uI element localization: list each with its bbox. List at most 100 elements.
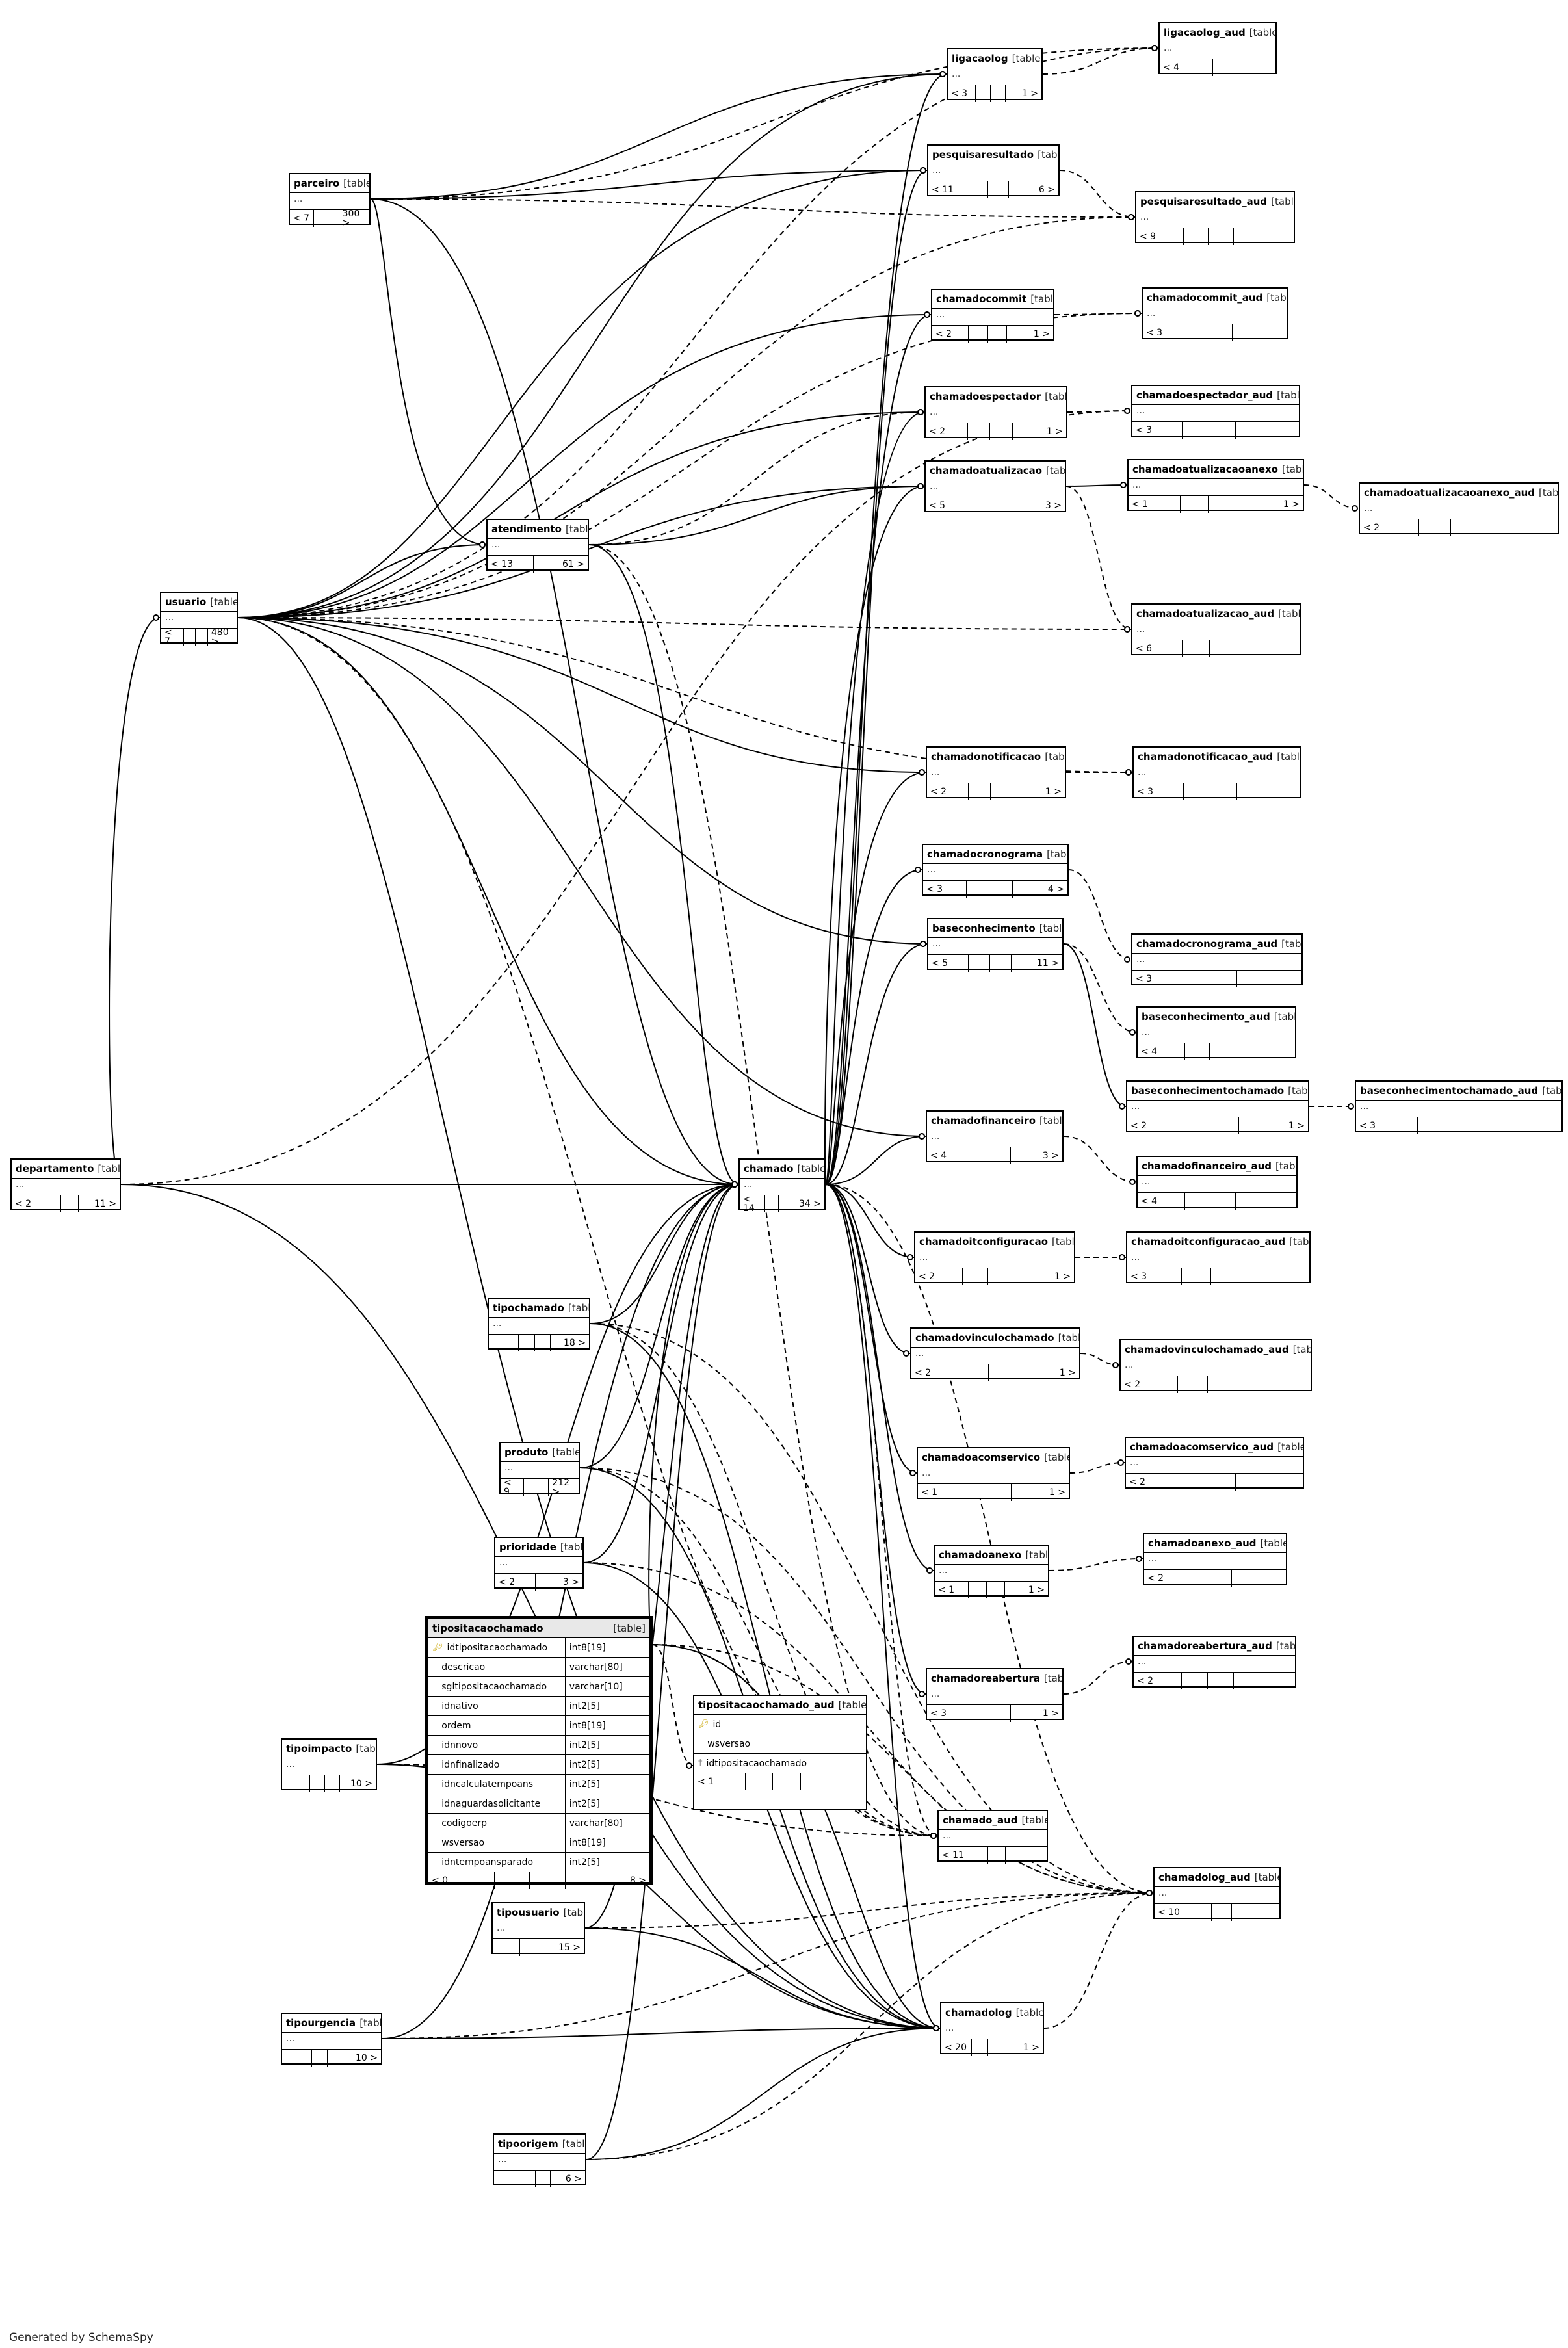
table-tipochamado[interactable]: tipochamado[table]...18 > [488, 1298, 590, 1351]
table-chamadolog[interactable]: chamadolog[table]...< 201 > [940, 2002, 1044, 2056]
column-row[interactable]: 🔑︎id [694, 1715, 866, 1734]
table-chamadoatualizacao-aud[interactable]: chamadoatualizacao_aud[table]...< 6 [1131, 603, 1301, 657]
relationship-end-marker [1134, 310, 1141, 317]
footer-cell [988, 181, 1009, 198]
table-tipoorigem[interactable]: tipoorigem[table]...6 > [493, 2133, 586, 2187]
relationship-end-marker [933, 2025, 939, 2031]
relationship-end-marker [909, 1470, 916, 1476]
table-header: chamadoanexo_aud[table] [1144, 1534, 1286, 1553]
footer-cell [779, 1195, 792, 1212]
parents-count: < 7 [161, 628, 184, 646]
column-row[interactable]: †idtipositacaochamado [694, 1754, 866, 1773]
table-ellipsis: ... [489, 1318, 589, 1335]
table-chamadoatualizacaoanexo-aud[interactable]: chamadoatualizacaoanexo_aud[table]...< 2 [1359, 482, 1559, 536]
table-chamadoitconfiguracao-aud[interactable]: chamadoitconfiguracao_aud[table]...< 3 [1126, 1231, 1311, 1285]
table-chamadoanexo[interactable]: chamadoanexo[table]...< 11 > [934, 1545, 1049, 1598]
table-baseconhecimento[interactable]: baseconhecimento[table]...< 511 > [927, 918, 1064, 972]
relationship-line [588, 411, 925, 545]
table-chamadocommit-aud[interactable]: chamadocommit_aud[table]...< 3 [1142, 287, 1288, 341]
table-prioridade[interactable]: prioridade[table]...< 23 > [494, 1537, 584, 1591]
relationship-line [825, 170, 928, 1185]
table-chamadoitconfiguracao[interactable]: chamadoitconfiguracao[table]...< 21 > [914, 1231, 1075, 1285]
table-pesquisaresultado[interactable]: pesquisaresultado[table]...< 116 > [927, 144, 1060, 198]
relationship-line [1068, 869, 1132, 960]
table-chamadocommit[interactable]: chamadocommit[table]...< 21 > [931, 289, 1054, 343]
table-chamadoacomservico-aud[interactable]: chamadoacomservico_aud[table]...< 2 [1125, 1437, 1304, 1491]
table-tipousuario[interactable]: tipousuario[table]...15 > [491, 1902, 585, 1956]
table-chamadocronograma-aud[interactable]: chamadocronograma_aud[table]...< 3 [1131, 933, 1303, 987]
table-ligacaolog-aud[interactable]: ligacaolog_aud[table]...< 4 [1158, 22, 1277, 76]
column-name-cell: idncalculatempoans [428, 1775, 566, 1794]
table-baseconhecimento-aud[interactable]: baseconhecimento_aud[table]...< 4 [1136, 1006, 1296, 1060]
table-ellipsis: ... [1132, 405, 1299, 422]
table-chamadoreabertura-aud[interactable]: chamadoreabertura_aud[table]...< 2 [1132, 1636, 1296, 1689]
table-name: ligacaolog_aud [1164, 26, 1246, 38]
table-name: chamadovinculochamado_aud [1125, 1343, 1289, 1355]
table-chamadoespectador[interactable]: chamadoespectador[table]...< 21 > [924, 386, 1067, 440]
table-chamadoatualizacao[interactable]: chamadoatualizacao[table]...< 53 > [924, 460, 1066, 514]
focus-table-tipositacaochamado[interactable]: tipositacaochamado [table] 🔑︎idtipositac… [425, 1616, 653, 1889]
table-chamadocronograma[interactable]: chamadocronograma[table]...< 34 > [922, 844, 1069, 898]
parents-count: < 1 [935, 1582, 969, 1598]
table-header: chamadoitconfiguracao_aud[table] [1127, 1233, 1309, 1251]
table-tag: [table] [1539, 486, 1558, 499]
table-pesquisaresultado-aud[interactable]: pesquisaresultado_aud[table]...< 9 [1135, 191, 1295, 245]
table-tag: [table] [563, 1906, 584, 1918]
table-chamadofinanceiro[interactable]: chamadofinanceiro[table]...< 43 > [926, 1110, 1064, 1164]
table-chamadonotificacao-aud[interactable]: chamadonotificacao_aud[table]...< 3 [1132, 746, 1301, 800]
table-chamadoatualizacaoanexo[interactable]: chamadoatualizacaoanexo[table]...< 11 > [1127, 459, 1304, 513]
table-name: chamadofinanceiro_aud [1142, 1160, 1272, 1172]
table-chamadonotificacao[interactable]: chamadonotificacao[table]...< 21 > [926, 746, 1066, 800]
parents-count: < 14 [740, 1195, 765, 1213]
table-name: pesquisaresultado [932, 148, 1034, 161]
column-row[interactable]: wsversao [694, 1734, 866, 1754]
table-baseconhecimentochamado[interactable]: baseconhecimentochamado[table]...< 21 > [1126, 1080, 1309, 1134]
table-chamadoacomservico[interactable]: chamadoacomservico[table]...< 11 > [917, 1447, 1070, 1501]
table-tag: [table] [1249, 26, 1275, 38]
footer-cell [326, 210, 339, 227]
table-chamadoanexo-aud[interactable]: chamadoanexo_aud[table]...< 2 [1143, 1533, 1287, 1587]
table-chamadofinanceiro-aud[interactable]: chamadofinanceiro_aud[table]...< 4 [1136, 1156, 1298, 1210]
table-departamento[interactable]: departamento[table]...< 211 > [10, 1158, 121, 1212]
table-chamadoespectador-aud[interactable]: chamadoespectador_aud[table]...< 3 [1131, 385, 1300, 439]
table-baseconhecimentochamado-aud[interactable]: baseconhecimentochamado_aud[table]...< 3 [1355, 1080, 1563, 1134]
relationship-line [825, 1184, 941, 2029]
table-header: chamadocronograma_aud[table] [1132, 935, 1301, 954]
table-chamadovinculochamado[interactable]: chamadovinculochamado[table]...< 21 > [910, 1327, 1080, 1381]
parents-count: < 2 [1134, 1673, 1183, 1689]
rows-count: 10 > [356, 2053, 378, 2063]
footer-cell [967, 497, 990, 514]
table-chamado-aud[interactable]: chamado_aud[table]...< 11 [937, 1810, 1048, 1864]
table-tipourgencia[interactable]: tipourgencia[table]...10 > [281, 2013, 382, 2067]
table-tipoimpacto[interactable]: tipoimpacto[table]...10 > [281, 1738, 377, 1792]
footer-cell [989, 1705, 1011, 1722]
table-chamadovinculochamado-aud[interactable]: chamadovinculochamado_aud[table]...< 2 [1119, 1339, 1312, 1393]
table-header: usuario[table] [161, 593, 237, 612]
table-header: chamadonotificacao_aud[table] [1134, 748, 1300, 766]
relationship-line [1063, 943, 1127, 1107]
table-tag: [table] [1278, 607, 1300, 620]
table-tipositacaochamado-aud[interactable]: tipositacaochamado_aud [table] 🔑︎id wsve… [693, 1695, 867, 1810]
table-chamadoreabertura[interactable]: chamadoreabertura[table]...< 31 > [926, 1668, 1064, 1722]
table-chamadolog-aud[interactable]: chamadolog_aud[table]...< 10 [1153, 1867, 1281, 1921]
